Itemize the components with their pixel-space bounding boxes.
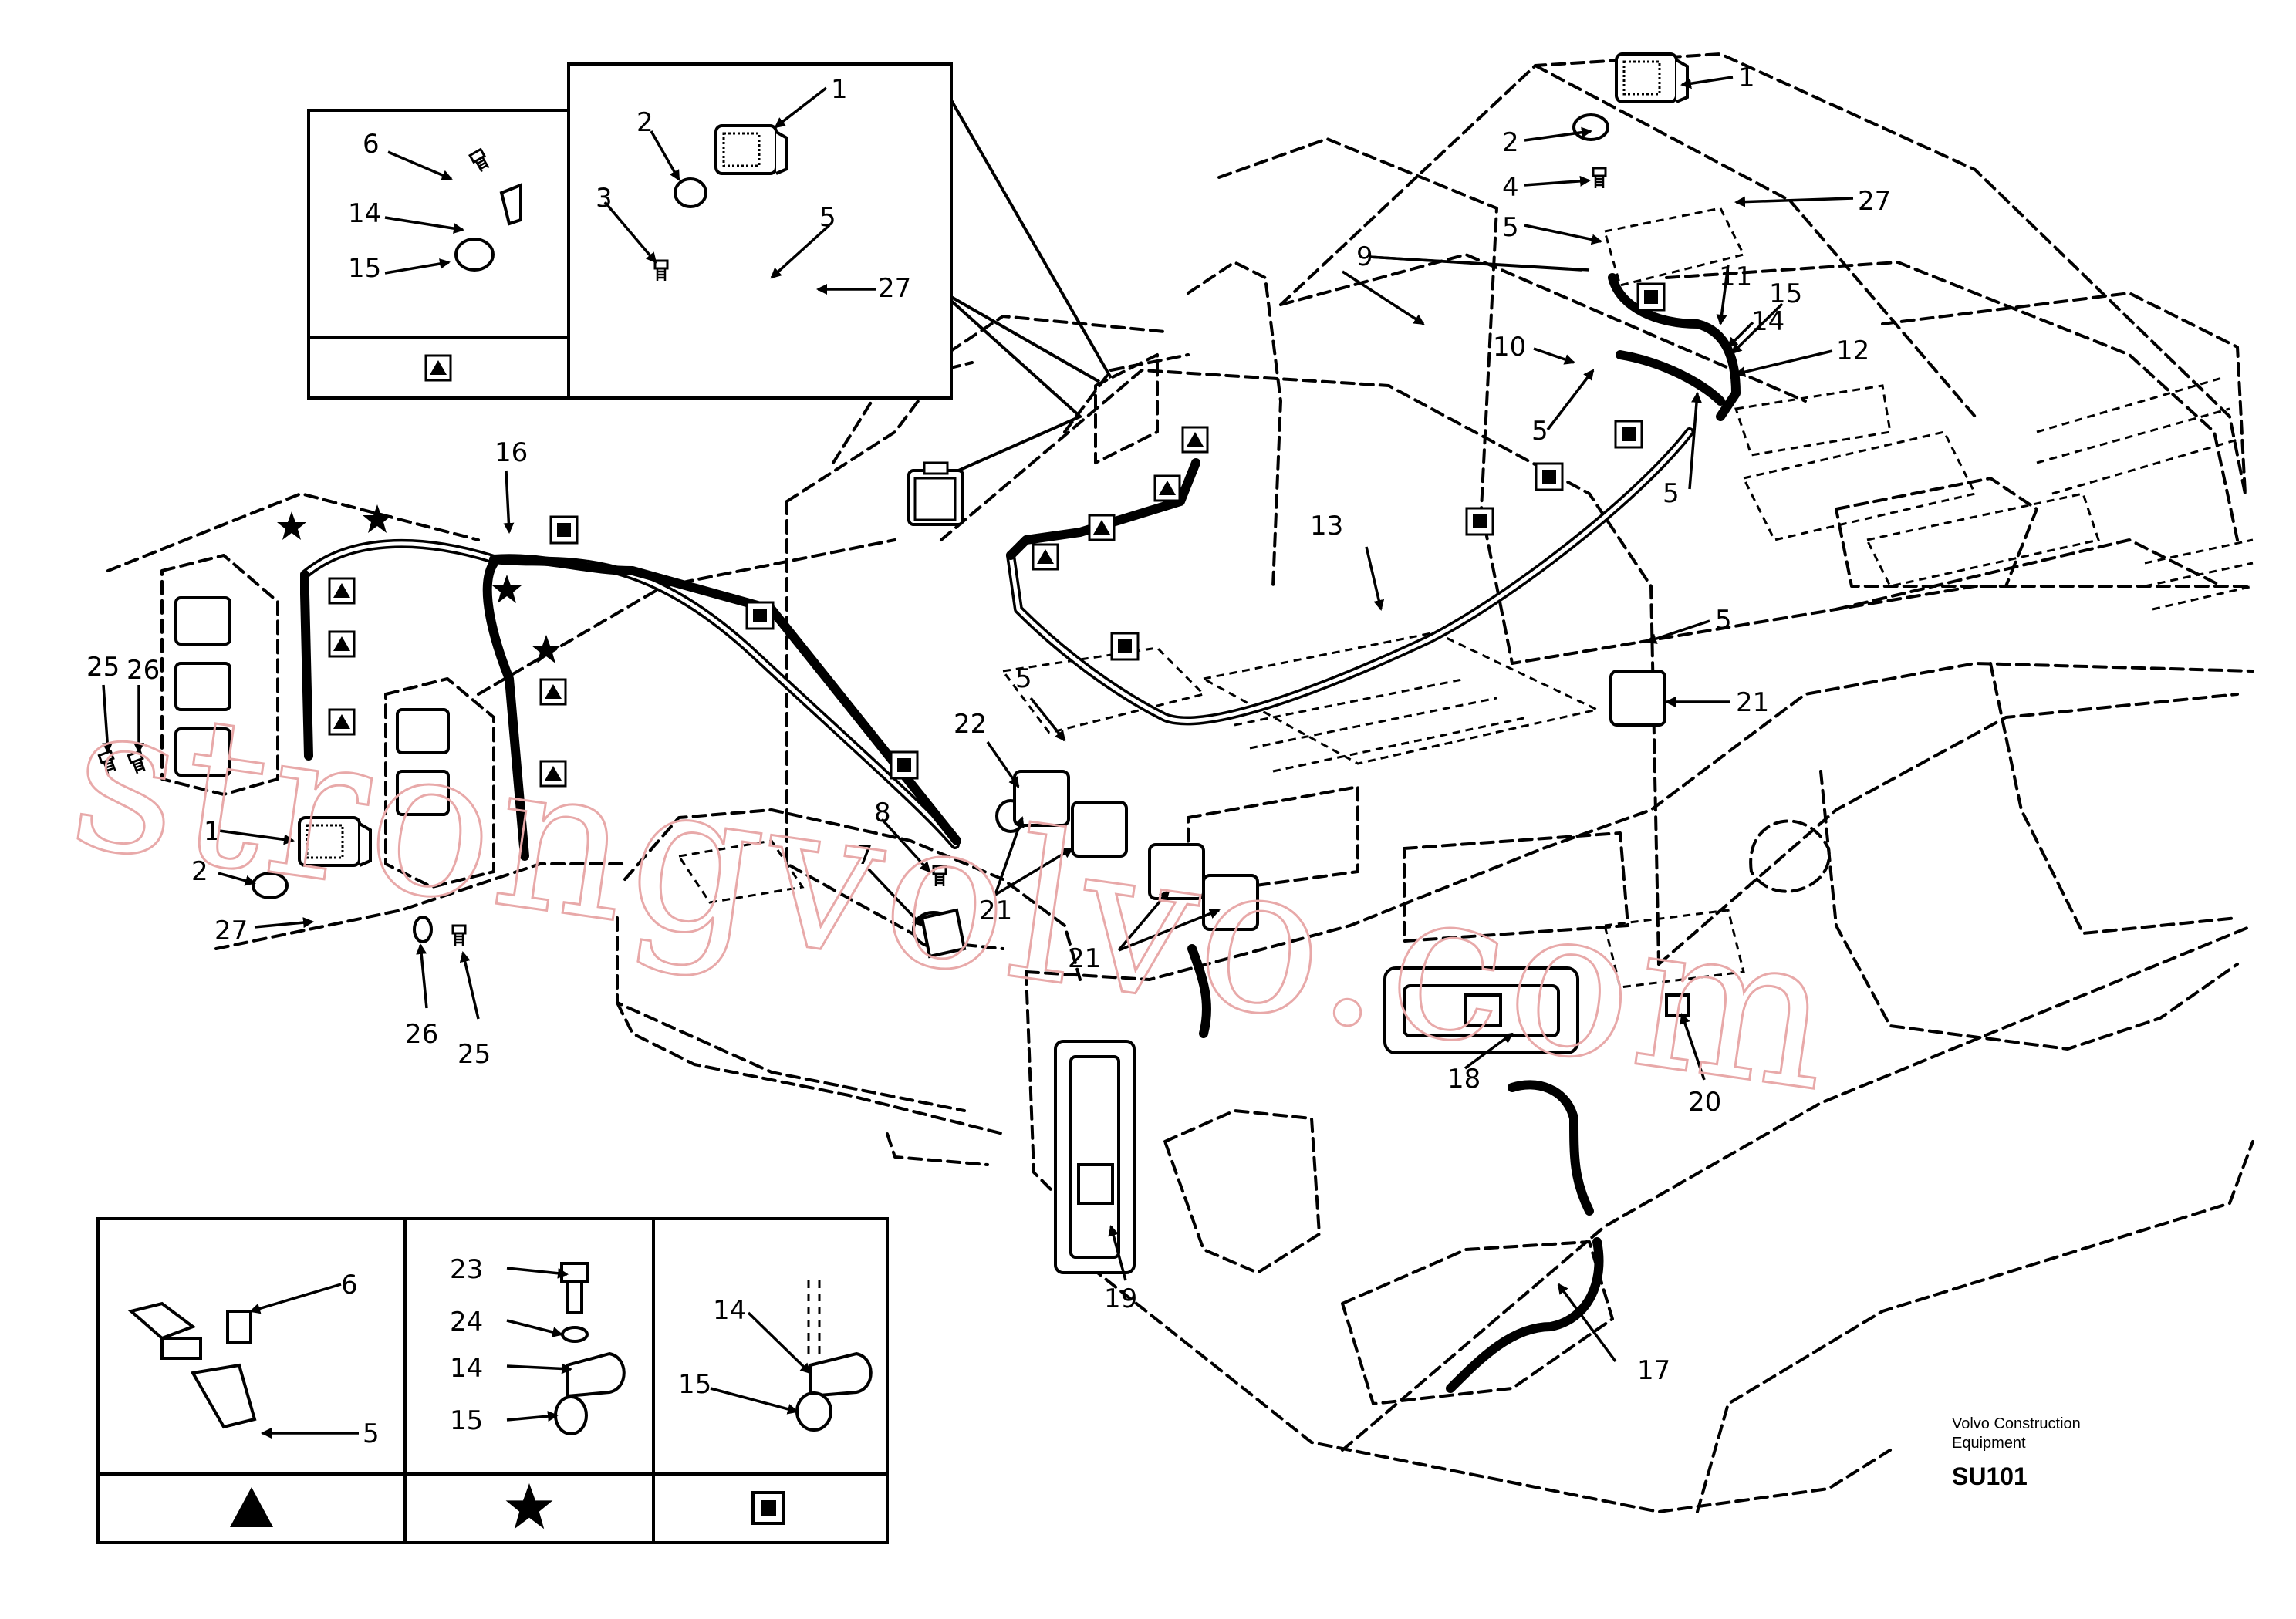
- callout-21: 21: [1736, 687, 1769, 718]
- callout-25: 25: [86, 652, 120, 683]
- callout-6: 6: [363, 129, 380, 160]
- callout-5: 5: [819, 202, 836, 233]
- callout-12: 12: [1836, 336, 1869, 366]
- callout-wedge: [940, 299, 1083, 480]
- work-lamp-cab: [907, 461, 964, 526]
- callout-11: 11: [1719, 261, 1752, 292]
- switch-panel-19: [1054, 1040, 1136, 1274]
- callout-14: 14: [713, 1295, 746, 1326]
- triangle-icon: [424, 354, 452, 382]
- switch-20: [1665, 993, 1690, 1017]
- callout-23: 23: [450, 1254, 483, 1285]
- work-lamp-rear: [1615, 52, 1689, 103]
- callout-14: 14: [450, 1353, 483, 1384]
- callout-10: 10: [1493, 332, 1526, 363]
- relay-group: [1013, 670, 1666, 931]
- callout-22: 22: [954, 709, 987, 740]
- callout-25: 25: [458, 1039, 491, 1070]
- small-parts: [97, 148, 1607, 959]
- leader-lines: [102, 76, 1854, 1439]
- callout-2: 2: [191, 856, 208, 887]
- callout-24: 24: [450, 1307, 483, 1337]
- callout-27: 27: [214, 916, 248, 946]
- callout-27: 27: [878, 273, 911, 304]
- cable-harness: [300, 273, 1741, 1393]
- callout-5: 5: [363, 1418, 380, 1449]
- callout-1: 1: [1738, 62, 1755, 93]
- callout-4: 4: [1502, 172, 1519, 203]
- callout-14: 14: [348, 198, 381, 229]
- callout-5: 5: [1502, 212, 1519, 243]
- callout-5: 5: [1015, 663, 1032, 694]
- lamp-stack-left: [160, 554, 495, 889]
- callout-21: 21: [1068, 943, 1101, 974]
- callout-15: 15: [450, 1405, 483, 1436]
- callout-20: 20: [1688, 1087, 1721, 1118]
- callout-27: 27: [1858, 186, 1891, 217]
- callout-1: 1: [204, 816, 221, 847]
- callout-14: 14: [1751, 306, 1784, 337]
- credit-line-2: Equipment: [1952, 1435, 2026, 1452]
- callout-5: 5: [1715, 605, 1732, 636]
- callout-15: 15: [678, 1369, 711, 1400]
- callout-3: 3: [596, 183, 613, 214]
- callout-7: 7: [856, 840, 873, 871]
- triangle-icon: [230, 1487, 273, 1527]
- callout-13: 13: [1310, 511, 1343, 541]
- callout-9: 9: [1356, 241, 1373, 272]
- callout-21: 21: [979, 896, 1012, 926]
- diagram-code: SU101: [1952, 1462, 2028, 1490]
- work-lamp-detail: [714, 124, 788, 175]
- callout-18: 18: [1447, 1064, 1481, 1095]
- callout-15: 15: [348, 253, 381, 284]
- callout-2: 2: [636, 107, 653, 138]
- callout-17: 17: [1637, 1355, 1670, 1386]
- switch-panel-18: [1383, 966, 1579, 1054]
- callout-16: 16: [495, 437, 528, 468]
- callout-1: 1: [831, 74, 848, 105]
- callout-labels: 1 2 3 5 27 6 14 15 1 2 4 5 27 9 11 15 14…: [86, 62, 1891, 1449]
- credit-line-1: Volvo Construction: [1952, 1415, 2081, 1432]
- legend-table: [96, 1217, 889, 1544]
- callout-15: 15: [1769, 278, 1802, 309]
- callout-26: 26: [127, 655, 160, 686]
- callout-2: 2: [1502, 127, 1519, 158]
- callout-26: 26: [405, 1019, 438, 1050]
- detail-box-upper-right: [567, 62, 1159, 464]
- callout-5: 5: [1531, 416, 1548, 447]
- callout-8: 8: [874, 798, 891, 828]
- detail-box-upper-left: [307, 109, 570, 400]
- square-icon: [751, 1491, 785, 1525]
- machine-outline: [106, 52, 2254, 1513]
- callout-6: 6: [341, 1270, 358, 1300]
- callout-5: 5: [1663, 478, 1680, 509]
- callout-19: 19: [1104, 1283, 1137, 1314]
